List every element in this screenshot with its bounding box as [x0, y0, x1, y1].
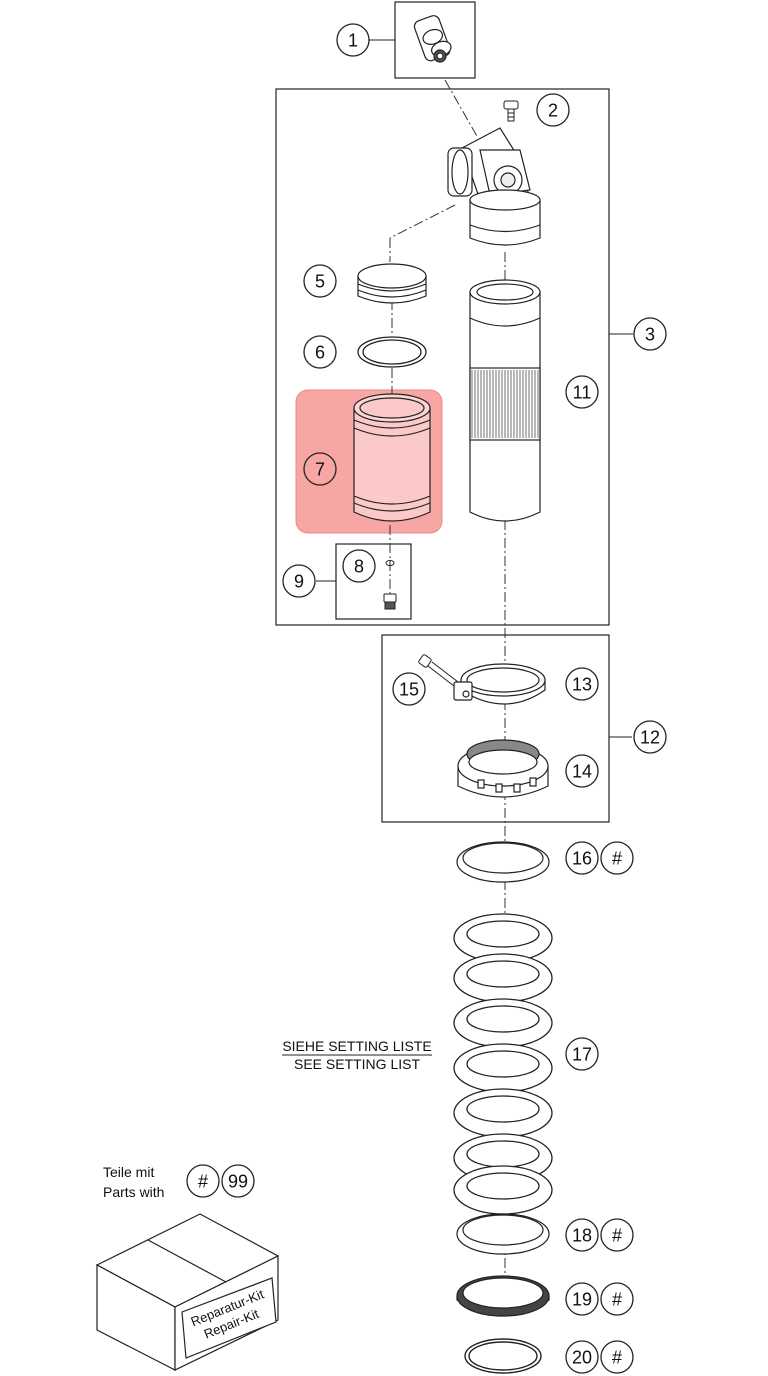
svg-text:18: 18	[572, 1226, 592, 1246]
svg-text:#: #	[612, 1348, 622, 1368]
part-1-valve[interactable]	[413, 14, 453, 63]
svg-text:14: 14	[572, 762, 592, 782]
part-13-clamp[interactable]	[453, 663, 546, 705]
callout-17[interactable]: 17	[565, 1037, 599, 1071]
part-8-small-ring[interactable]	[385, 560, 395, 566]
part-7-sleeve[interactable]	[353, 393, 431, 522]
callout-9[interactable]: 9	[282, 564, 316, 598]
callout-13[interactable]: 13	[565, 667, 599, 701]
setting-note-de: SIEHE SETTING LISTE	[282, 1038, 431, 1054]
svg-text:20: 20	[572, 1348, 592, 1368]
part-2-screw[interactable]	[503, 100, 519, 122]
svg-text:12: 12	[640, 728, 660, 748]
callout-12[interactable]: 12	[633, 720, 667, 754]
svg-text:19: 19	[572, 1290, 592, 1310]
leader-lines	[316, 39, 633, 738]
callout-8[interactable]: 8	[342, 549, 376, 583]
callout-6[interactable]: 6	[303, 335, 337, 369]
part-3-frame	[275, 88, 610, 626]
callout-18-hash[interactable]: #	[600, 1218, 634, 1252]
part-16-spring-seat[interactable]	[456, 841, 550, 883]
svg-text:#: #	[198, 1172, 208, 1192]
callout-20-hash[interactable]: #	[600, 1340, 634, 1374]
part-5-cap[interactable]	[357, 263, 427, 304]
part-15-screw[interactable]	[418, 654, 459, 687]
callout-7[interactable]: 7	[303, 452, 337, 486]
part-17-spring[interactable]	[453, 913, 553, 1215]
part-14-preload-nut[interactable]	[457, 739, 549, 798]
setting-note-en: SEE SETTING LIST	[294, 1056, 420, 1072]
part-6-o-ring[interactable]	[357, 336, 427, 368]
part-12-frame	[381, 634, 610, 823]
callout-19[interactable]: 19	[565, 1282, 599, 1316]
svg-text:5: 5	[315, 272, 325, 292]
repair-kit-box[interactable]: Reparatur-Kit Repair-Kit	[95, 1213, 280, 1371]
svg-text:#: #	[612, 1290, 622, 1310]
svg-text:1: 1	[348, 31, 358, 51]
svg-text:#: #	[612, 849, 622, 869]
callout-11[interactable]: 11	[565, 375, 599, 409]
part-9-plug[interactable]	[383, 593, 397, 610]
svg-text:99: 99	[228, 1172, 248, 1192]
svg-text:3: 3	[645, 325, 655, 345]
svg-text:#: #	[612, 1226, 622, 1246]
part-11-thread-lines	[471, 370, 539, 438]
legend: Teile mit Parts with # 99	[103, 1164, 255, 1200]
legend-hash-callout[interactable]: #	[186, 1164, 220, 1198]
legend-en: Parts with	[103, 1184, 164, 1200]
legend-99-callout[interactable]: 99	[221, 1164, 255, 1198]
shock-head[interactable]	[447, 127, 541, 246]
callout-15[interactable]: 15	[392, 672, 426, 706]
callout-2[interactable]: 2	[536, 93, 570, 127]
callout-16-hash[interactable]: #	[600, 841, 634, 875]
svg-text:13: 13	[572, 675, 592, 695]
svg-text:16: 16	[572, 849, 592, 869]
setting-note: SIEHE SETTING LISTE SEE SETTING LIST	[282, 1038, 432, 1072]
svg-text:9: 9	[294, 572, 304, 592]
callout-20[interactable]: 20	[565, 1340, 599, 1374]
svg-text:6: 6	[315, 343, 325, 363]
svg-text:7: 7	[315, 460, 325, 480]
svg-text:2: 2	[548, 101, 558, 121]
svg-text:15: 15	[399, 680, 419, 700]
part-20-o-ring[interactable]	[464, 1338, 542, 1374]
callout-3[interactable]: 3	[633, 317, 667, 351]
callout-5[interactable]: 5	[303, 264, 337, 298]
callout-14[interactable]: 14	[565, 754, 599, 788]
callout-18[interactable]: 18	[565, 1218, 599, 1252]
svg-text:11: 11	[573, 383, 592, 403]
svg-text:17: 17	[572, 1045, 592, 1065]
part-18-washer[interactable]	[456, 1213, 550, 1255]
part-19-bearing-ring[interactable]	[456, 1275, 550, 1317]
callout-16[interactable]: 16	[565, 841, 599, 875]
svg-text:8: 8	[354, 557, 364, 577]
callout-19-hash[interactable]: #	[600, 1282, 634, 1316]
callout-1[interactable]: 1	[336, 23, 370, 57]
legend-de: Teile mit	[103, 1164, 154, 1180]
